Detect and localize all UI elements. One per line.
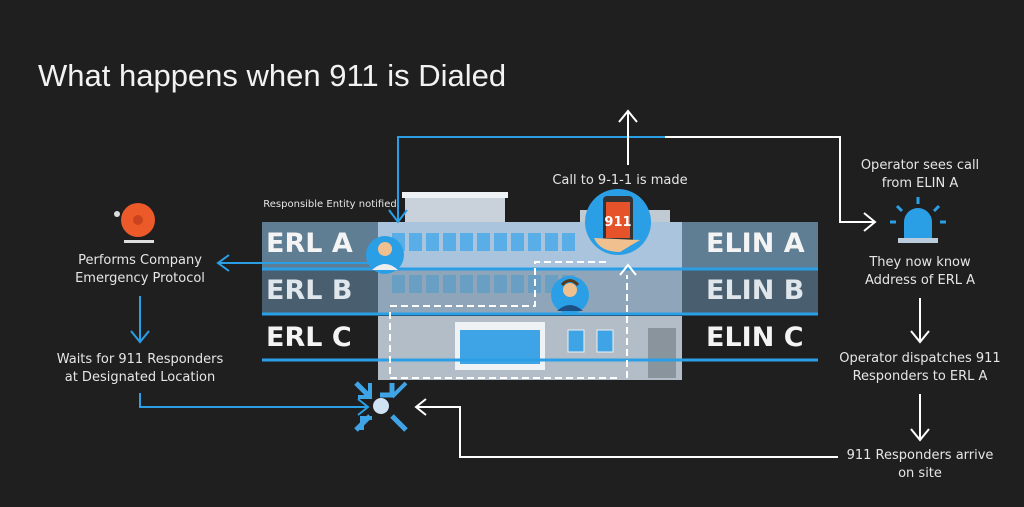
arrow-to-assembly xyxy=(139,393,370,416)
window xyxy=(460,275,473,293)
erl-c-label: ERL C xyxy=(266,322,352,353)
avatar-woman-icon xyxy=(551,276,589,314)
phone-call-icon: 911 xyxy=(585,189,651,255)
window xyxy=(392,275,405,293)
window xyxy=(494,275,507,293)
arrow-up-floor xyxy=(619,263,637,276)
arrow-to-protocol xyxy=(216,254,375,272)
window xyxy=(409,275,422,293)
elin-c-label: ELIN C xyxy=(706,322,804,353)
bell-icon xyxy=(114,203,155,243)
arrow-down-2 xyxy=(910,394,930,442)
arrowhead-down xyxy=(388,209,408,224)
avatar-man-icon xyxy=(366,236,404,274)
window xyxy=(443,275,456,293)
responsible-label: Responsible Entity notified xyxy=(263,199,397,210)
notify-line xyxy=(397,136,665,222)
window xyxy=(477,233,490,251)
window xyxy=(562,233,575,251)
window xyxy=(545,233,558,251)
arrow-down-1 xyxy=(910,298,930,344)
window xyxy=(494,233,507,251)
window xyxy=(511,233,524,251)
window xyxy=(460,233,473,251)
window xyxy=(426,275,439,293)
page-title: What happens when 911 is Dialed xyxy=(38,58,507,93)
elin-a-label: ELIN A xyxy=(706,228,805,259)
arrow-up-call xyxy=(618,109,638,165)
assembly-point-icon xyxy=(354,381,408,432)
window xyxy=(443,233,456,251)
window xyxy=(511,275,524,293)
arrow-protocol-down xyxy=(130,296,150,344)
erl-a-label: ERL A xyxy=(266,228,353,259)
call-label: Call to 9-1-1 is made xyxy=(552,173,688,188)
window xyxy=(528,233,541,251)
phone-911-text: 911 xyxy=(604,215,631,230)
call-path-dashed xyxy=(389,261,628,379)
notify-line-right xyxy=(665,136,874,223)
window xyxy=(426,233,439,251)
window xyxy=(477,275,490,293)
arrowhead-right-operator xyxy=(863,212,877,232)
arrow-responders-return xyxy=(414,398,838,458)
window xyxy=(409,233,422,251)
erl-b-label: ERL B xyxy=(266,275,353,306)
elin-b-label: ELIN B xyxy=(706,275,805,306)
siren-icon xyxy=(890,197,946,243)
